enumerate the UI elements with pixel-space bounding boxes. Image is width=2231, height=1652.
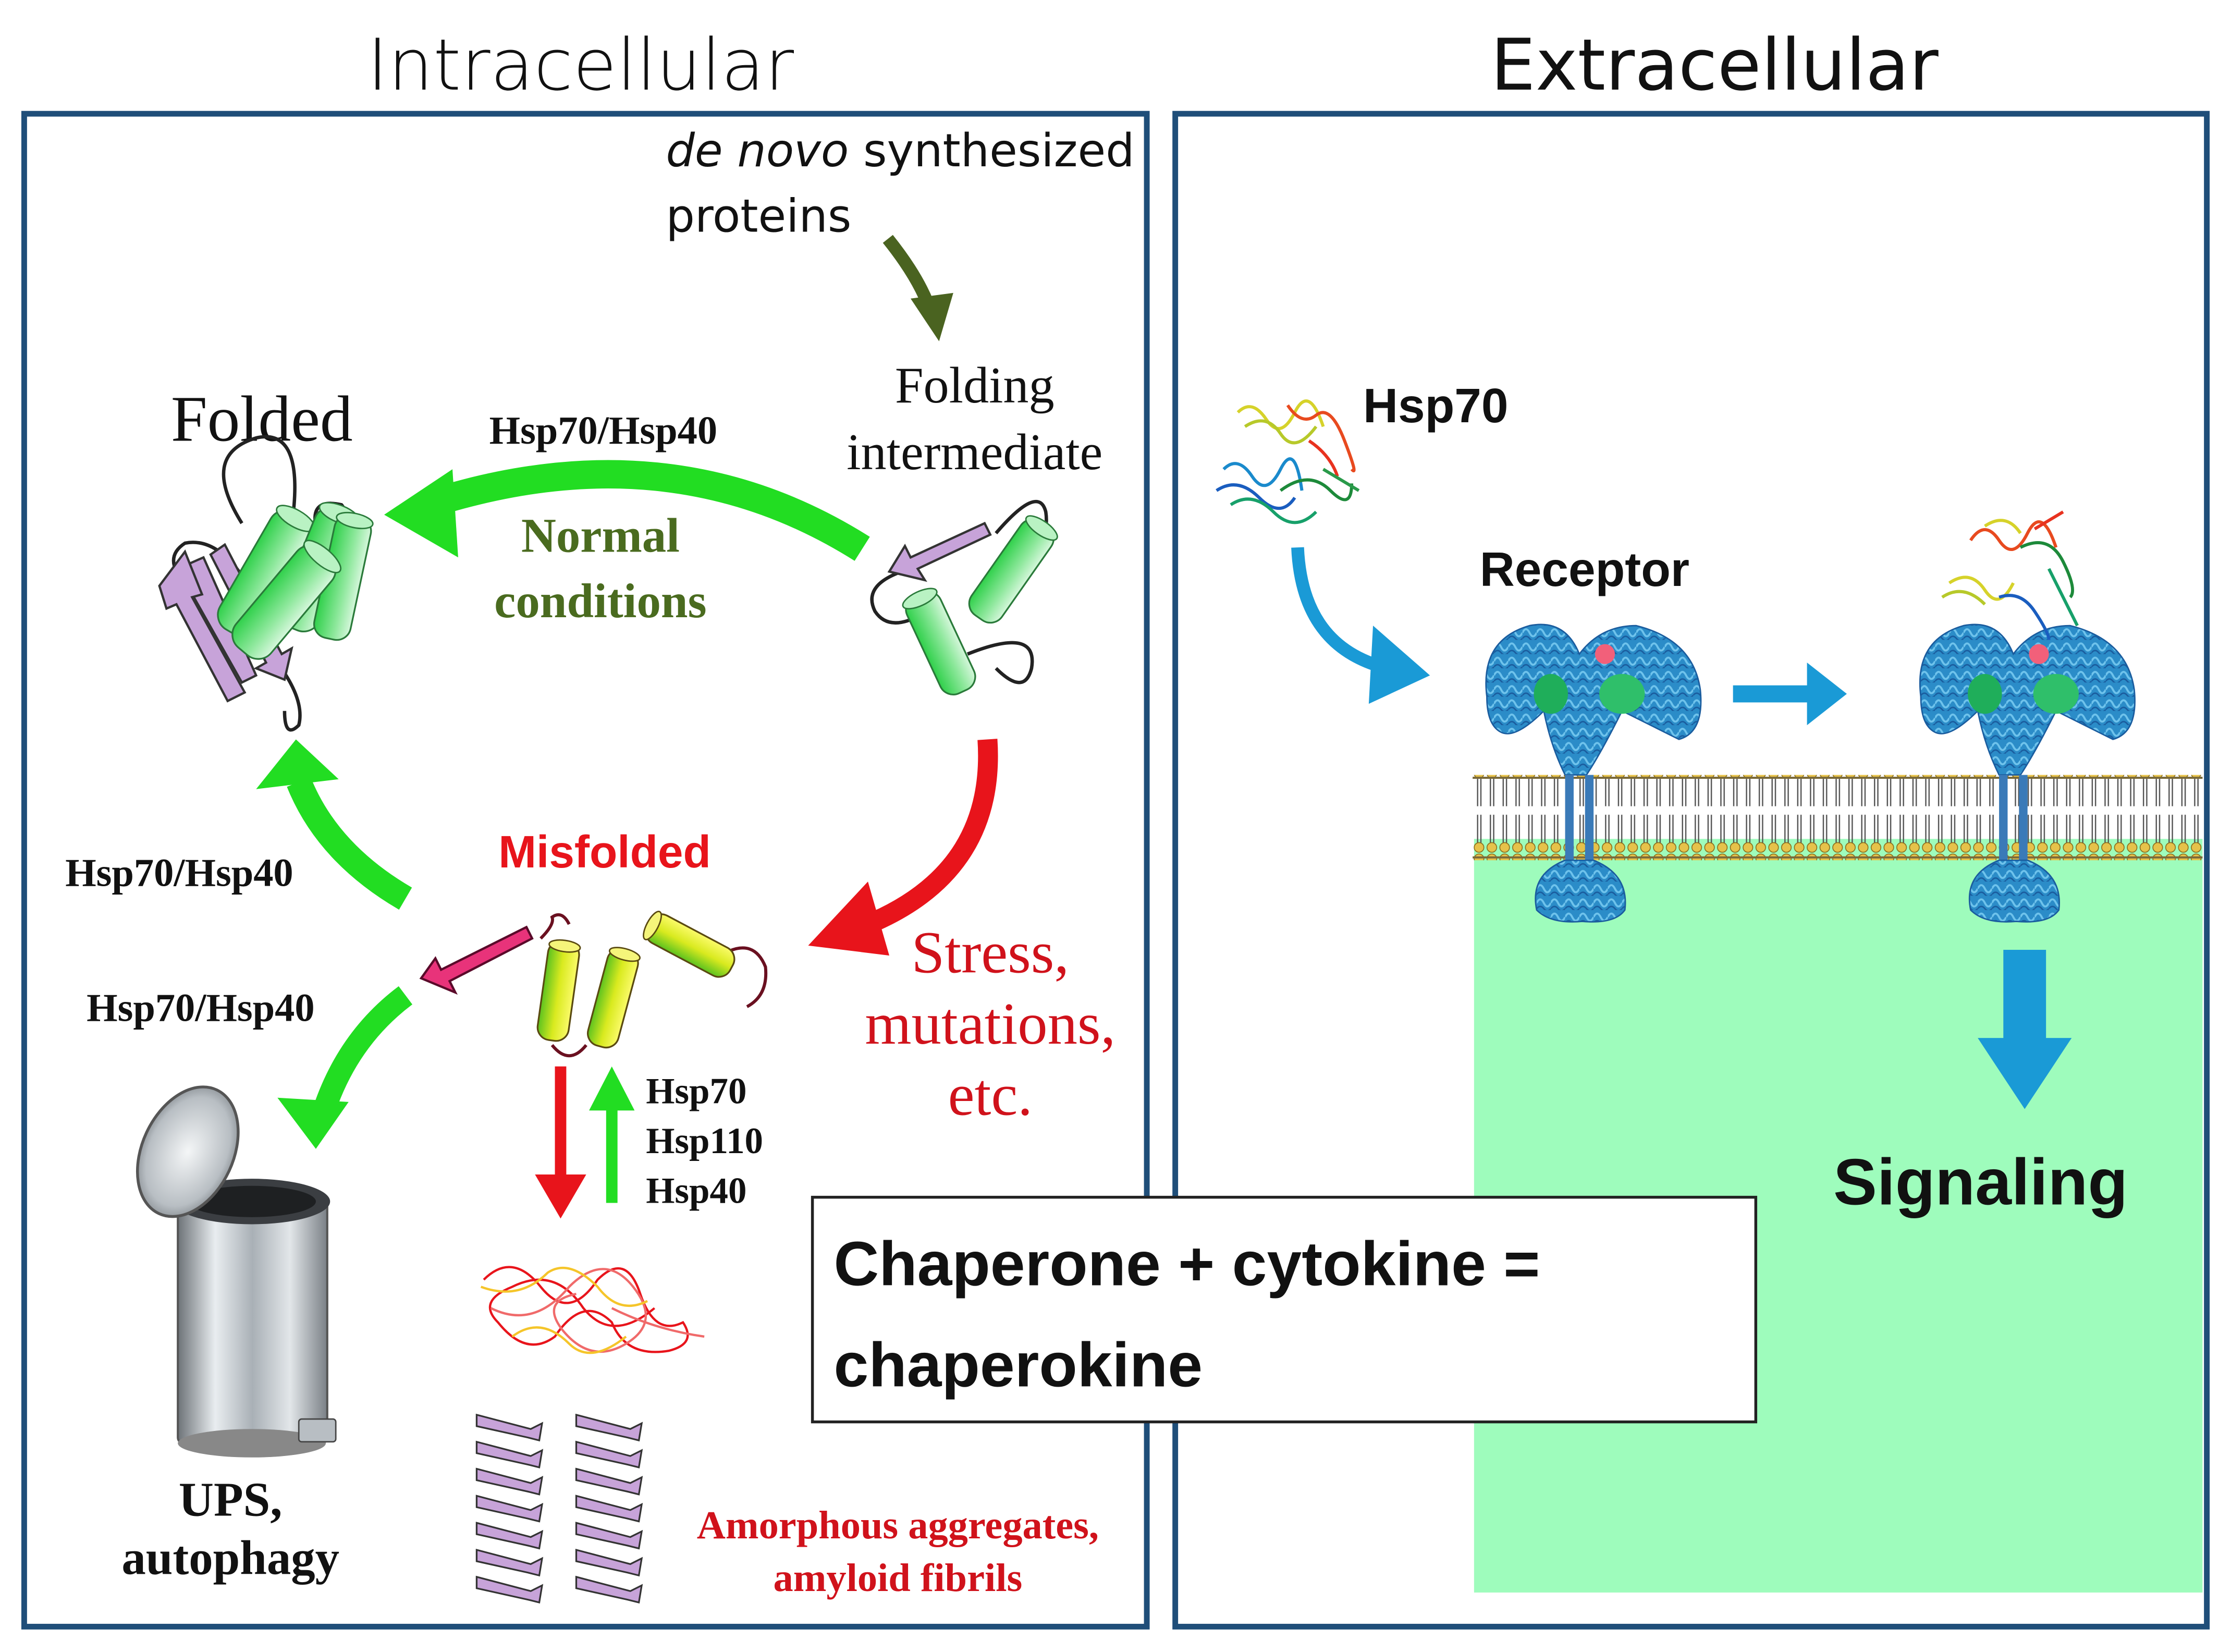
chaperone-hsp40-label: Hsp40: [646, 1171, 746, 1212]
hsp70-structure-icon: [1216, 399, 1360, 524]
fibril-strand: [575, 1467, 643, 1496]
cell-membrane: [1473, 775, 2203, 861]
fibril-strand: [475, 1413, 544, 1442]
de-novo-label: de novo synthesized: [666, 124, 1134, 177]
hsp-left-lower-label: Hsp70/Hsp40: [87, 985, 314, 1030]
folded-protein-icon: [158, 435, 374, 732]
fibril-strand: [575, 1440, 643, 1469]
fibril-strand: [475, 1467, 544, 1496]
folded-label: Folded: [171, 383, 353, 456]
activation-arrow-icon: [1733, 663, 1847, 726]
fibril-strand: [575, 1413, 643, 1442]
stress-label-1: Stress,: [912, 920, 1070, 986]
hsp-top-label: Hsp70/Hsp40: [489, 408, 717, 452]
refold-arrow-icon: [256, 739, 412, 910]
receptor-icon: [1485, 623, 1702, 923]
chaperone-hsp110-label: Hsp110: [646, 1121, 763, 1161]
fibril-strand: [475, 1440, 544, 1469]
trash-can-icon: [136, 1085, 337, 1458]
fibril-strand: [575, 1575, 643, 1604]
ups-label-1: UPS,: [179, 1473, 283, 1527]
normal-conditions-label-2: conditions: [494, 574, 706, 628]
misfolded-protein-icon: [419, 911, 768, 1058]
synthesis-arrow-icon: [882, 235, 953, 341]
fibril-strand: [575, 1548, 643, 1577]
stress-arrow-icon: [808, 739, 998, 956]
fibril-strand: [575, 1495, 643, 1523]
callout-line-2: chaperokine: [834, 1330, 1203, 1400]
misfolded-label: Misfolded: [498, 826, 711, 877]
hsp-left-upper-label: Hsp70/Hsp40: [65, 850, 293, 895]
normal-folding-arrow-icon: [384, 460, 870, 561]
folding-intermediate-label-2: intermediate: [847, 424, 1102, 481]
fibril-strand: [475, 1575, 544, 1604]
intracellular-title: Intracellular: [367, 24, 794, 107]
amorphous-aggregate-icon: [480, 1266, 705, 1354]
proteins-label: proteins: [666, 190, 851, 243]
hsp70-label: Hsp70: [1363, 378, 1509, 433]
folding-intermediate-protein-icon: [870, 499, 1058, 695]
fibril-strand: [475, 1522, 544, 1550]
fibril-strand: [575, 1522, 643, 1550]
signaling-arrow-icon: [1978, 950, 2072, 1109]
receptor-hsp70-complex-icon: [1919, 510, 2136, 923]
callout-line-1: Chaperone + cytokine =: [834, 1229, 1540, 1299]
signaling-label: Signaling: [1833, 1145, 2128, 1218]
de-novo-rest: synthesized: [849, 124, 1134, 177]
folding-intermediate-label-1: Folding: [895, 357, 1055, 414]
amyloid-fibrils-icon: [475, 1413, 643, 1604]
normal-conditions-label-1: Normal: [521, 509, 680, 562]
chaperokine-callout: Chaperone + cytokine = chaperokine: [811, 1195, 1758, 1424]
fibril-strand: [475, 1495, 544, 1523]
disaggregation-arrow-icon: [589, 1066, 635, 1203]
ups-label-2: autophagy: [121, 1531, 339, 1585]
aggregation-arrow-icon: [535, 1066, 586, 1219]
stress-label-3: etc.: [948, 1061, 1033, 1128]
stress-label-2: mutations,: [865, 990, 1116, 1057]
receptor-label: Receptor: [1480, 542, 1689, 596]
fibril-strand: [475, 1548, 544, 1577]
aggregates-label-2: amyloid fibrils: [774, 1556, 1023, 1600]
binding-arrow-icon: [1291, 547, 1430, 704]
de-novo-italic: de novo: [666, 124, 849, 177]
chaperone-hsp70-label: Hsp70: [646, 1071, 746, 1112]
aggregates-label-1: Amorphous aggregates,: [697, 1503, 1099, 1547]
degradation-arrow-icon: [277, 986, 413, 1149]
extracellular-title: Extracellular: [1491, 24, 1939, 107]
